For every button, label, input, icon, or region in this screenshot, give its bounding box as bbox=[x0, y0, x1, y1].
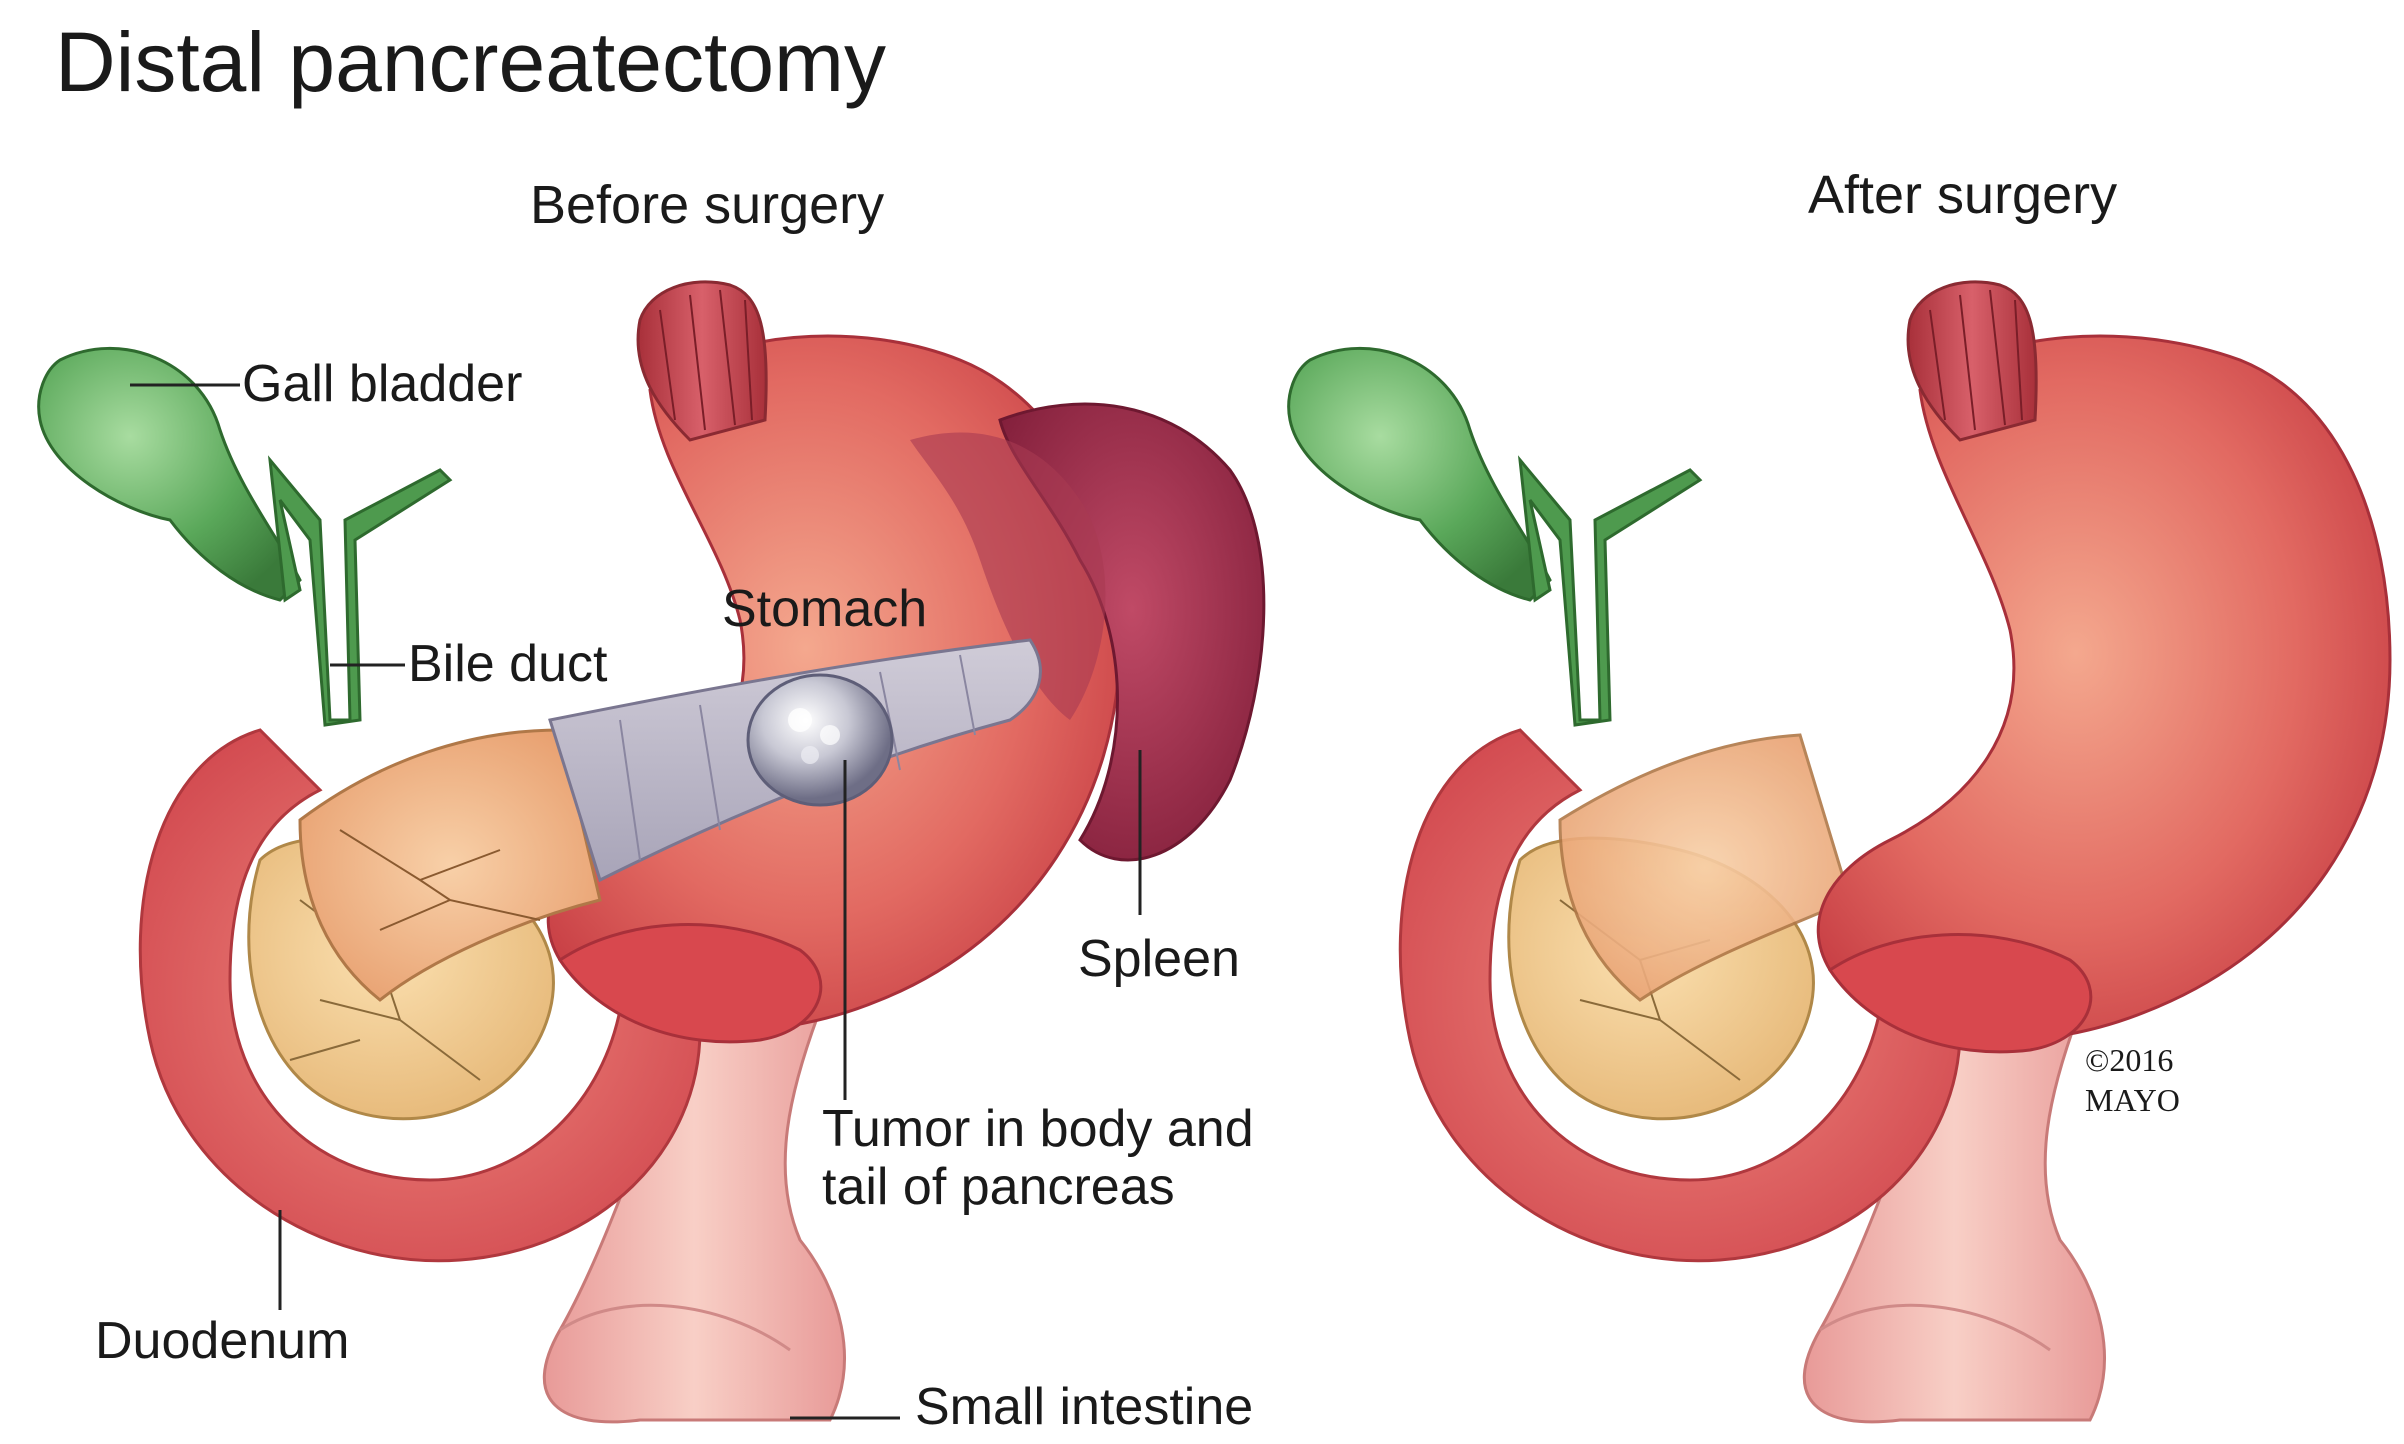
leader-lines bbox=[130, 383, 1142, 1420]
bile-duct-after bbox=[1517, 455, 1703, 727]
bile-duct-label: Bile duct bbox=[408, 635, 608, 693]
gall-bladder-after bbox=[1287, 346, 1552, 602]
esophagus-after bbox=[1906, 280, 2038, 442]
small-intestine-label: Small intestine bbox=[915, 1378, 1254, 1436]
small-intestine-after bbox=[1802, 998, 2106, 1424]
after-surgery-illustration bbox=[1287, 280, 2392, 1424]
page-title: Distal pancreatectomy bbox=[55, 15, 887, 109]
before-surgery-label: Before surgery bbox=[530, 175, 885, 235]
spleen-label: Spleen bbox=[1078, 930, 1240, 988]
copyright-mark: ©2016 MAYO bbox=[2085, 1042, 2180, 1118]
before-surgery-illustration bbox=[37, 280, 1266, 1424]
bile-duct bbox=[267, 455, 453, 727]
duodenum bbox=[138, 728, 702, 1263]
tumor-label: Tumor in body and tail of pancreas bbox=[822, 1100, 1254, 1216]
duodenum-label: Duodenum bbox=[95, 1312, 350, 1370]
pancreas-remnant-after bbox=[1558, 733, 1852, 1002]
after-surgery-label: After surgery bbox=[1808, 165, 2118, 225]
stomach-after bbox=[1816, 334, 2392, 1043]
stomach-label: Stomach bbox=[722, 580, 928, 638]
gall-bladder bbox=[37, 346, 302, 602]
gall-bladder-label: Gall bladder bbox=[242, 355, 523, 413]
tumor bbox=[746, 673, 894, 807]
small-intestine bbox=[542, 998, 846, 1424]
pancreas-body bbox=[298, 728, 602, 1002]
esophagus bbox=[636, 280, 768, 442]
duodenum-after bbox=[1398, 728, 1962, 1263]
